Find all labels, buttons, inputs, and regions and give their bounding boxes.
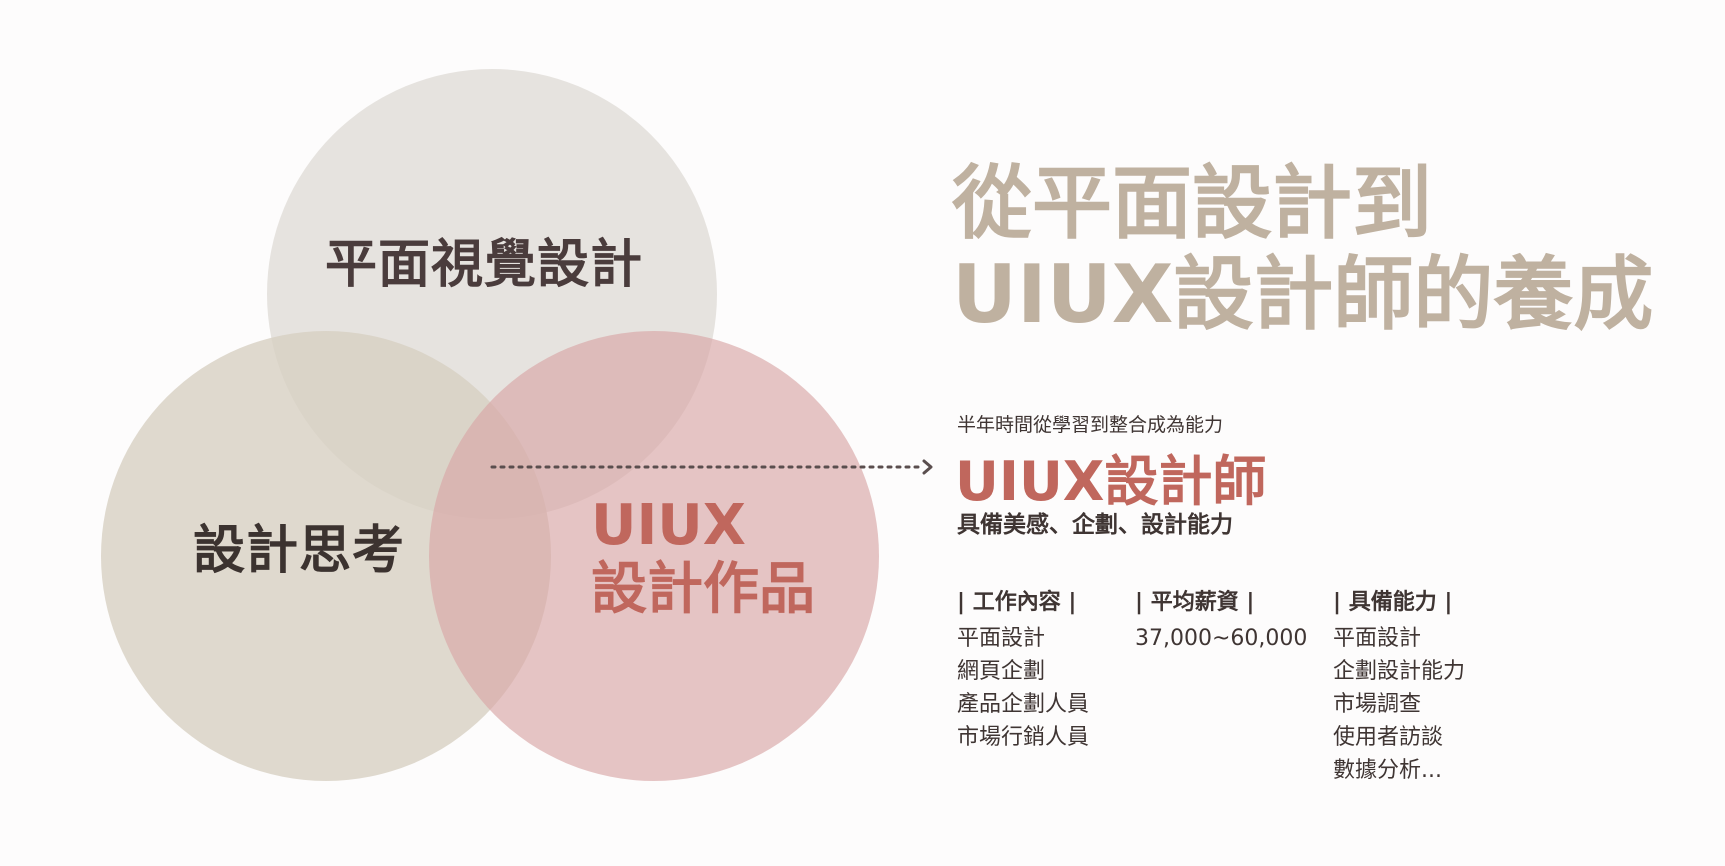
list-item: 平面設計 [1333, 626, 1422, 651]
role-description: 具備美感、企劃、設計能力 [957, 512, 1233, 538]
list-item: 市場行銷人員 [957, 725, 1090, 750]
column-work: | 工作內容 | 平面設計 網頁企劃 產品企劃人員 市場行銷人員 [957, 584, 1089, 754]
circle-uiux-portfolio [429, 331, 879, 781]
column-work-header: | 工作內容 | [957, 590, 1077, 615]
column-salary-header: | 平均薪資 | [1135, 590, 1255, 615]
list-item: 平面設計 [957, 626, 1046, 651]
column-skills-header: | 具備能力 | [1333, 590, 1453, 615]
headline: 從平面設計到 UIUX設計師的養成 [952, 157, 1654, 342]
list-item: 37,000~60,000 [1135, 626, 1308, 651]
label-uiux-line1: UIUX [591, 493, 746, 558]
headline-line1: 從平面設計到 [952, 157, 1432, 250]
role-title: UIUX設計師 [955, 450, 1267, 513]
column-skills: | 具備能力 | 平面設計 企劃設計能力 市場調查 使用者訪談 數據分析... [1333, 584, 1465, 787]
subtitle: 半年時間從學習到整合成為能力 [957, 414, 1224, 436]
list-item: 市場調查 [1333, 692, 1422, 717]
list-item: 企劃設計能力 [1333, 659, 1466, 684]
headline-line2: UIUX設計師的養成 [952, 248, 1654, 342]
column-salary: | 平均薪資 | 37,000~60,000 [1135, 584, 1307, 655]
circle-design-thinking [101, 331, 551, 781]
list-item: 數據分析... [1333, 758, 1442, 783]
list-item: 使用者訪談 [1333, 725, 1444, 750]
label-graphic-design: 平面視覺設計 [325, 235, 644, 295]
list-item: 產品企劃人員 [957, 692, 1090, 717]
arrow-head-icon [922, 459, 933, 475]
label-uiux-line2: 設計作品 [591, 557, 815, 623]
label-uiux-portfolio: UIUX 設計作品 [591, 493, 815, 623]
list-item: 網頁企劃 [957, 659, 1046, 684]
label-design-thinking: 設計思考 [193, 521, 406, 581]
